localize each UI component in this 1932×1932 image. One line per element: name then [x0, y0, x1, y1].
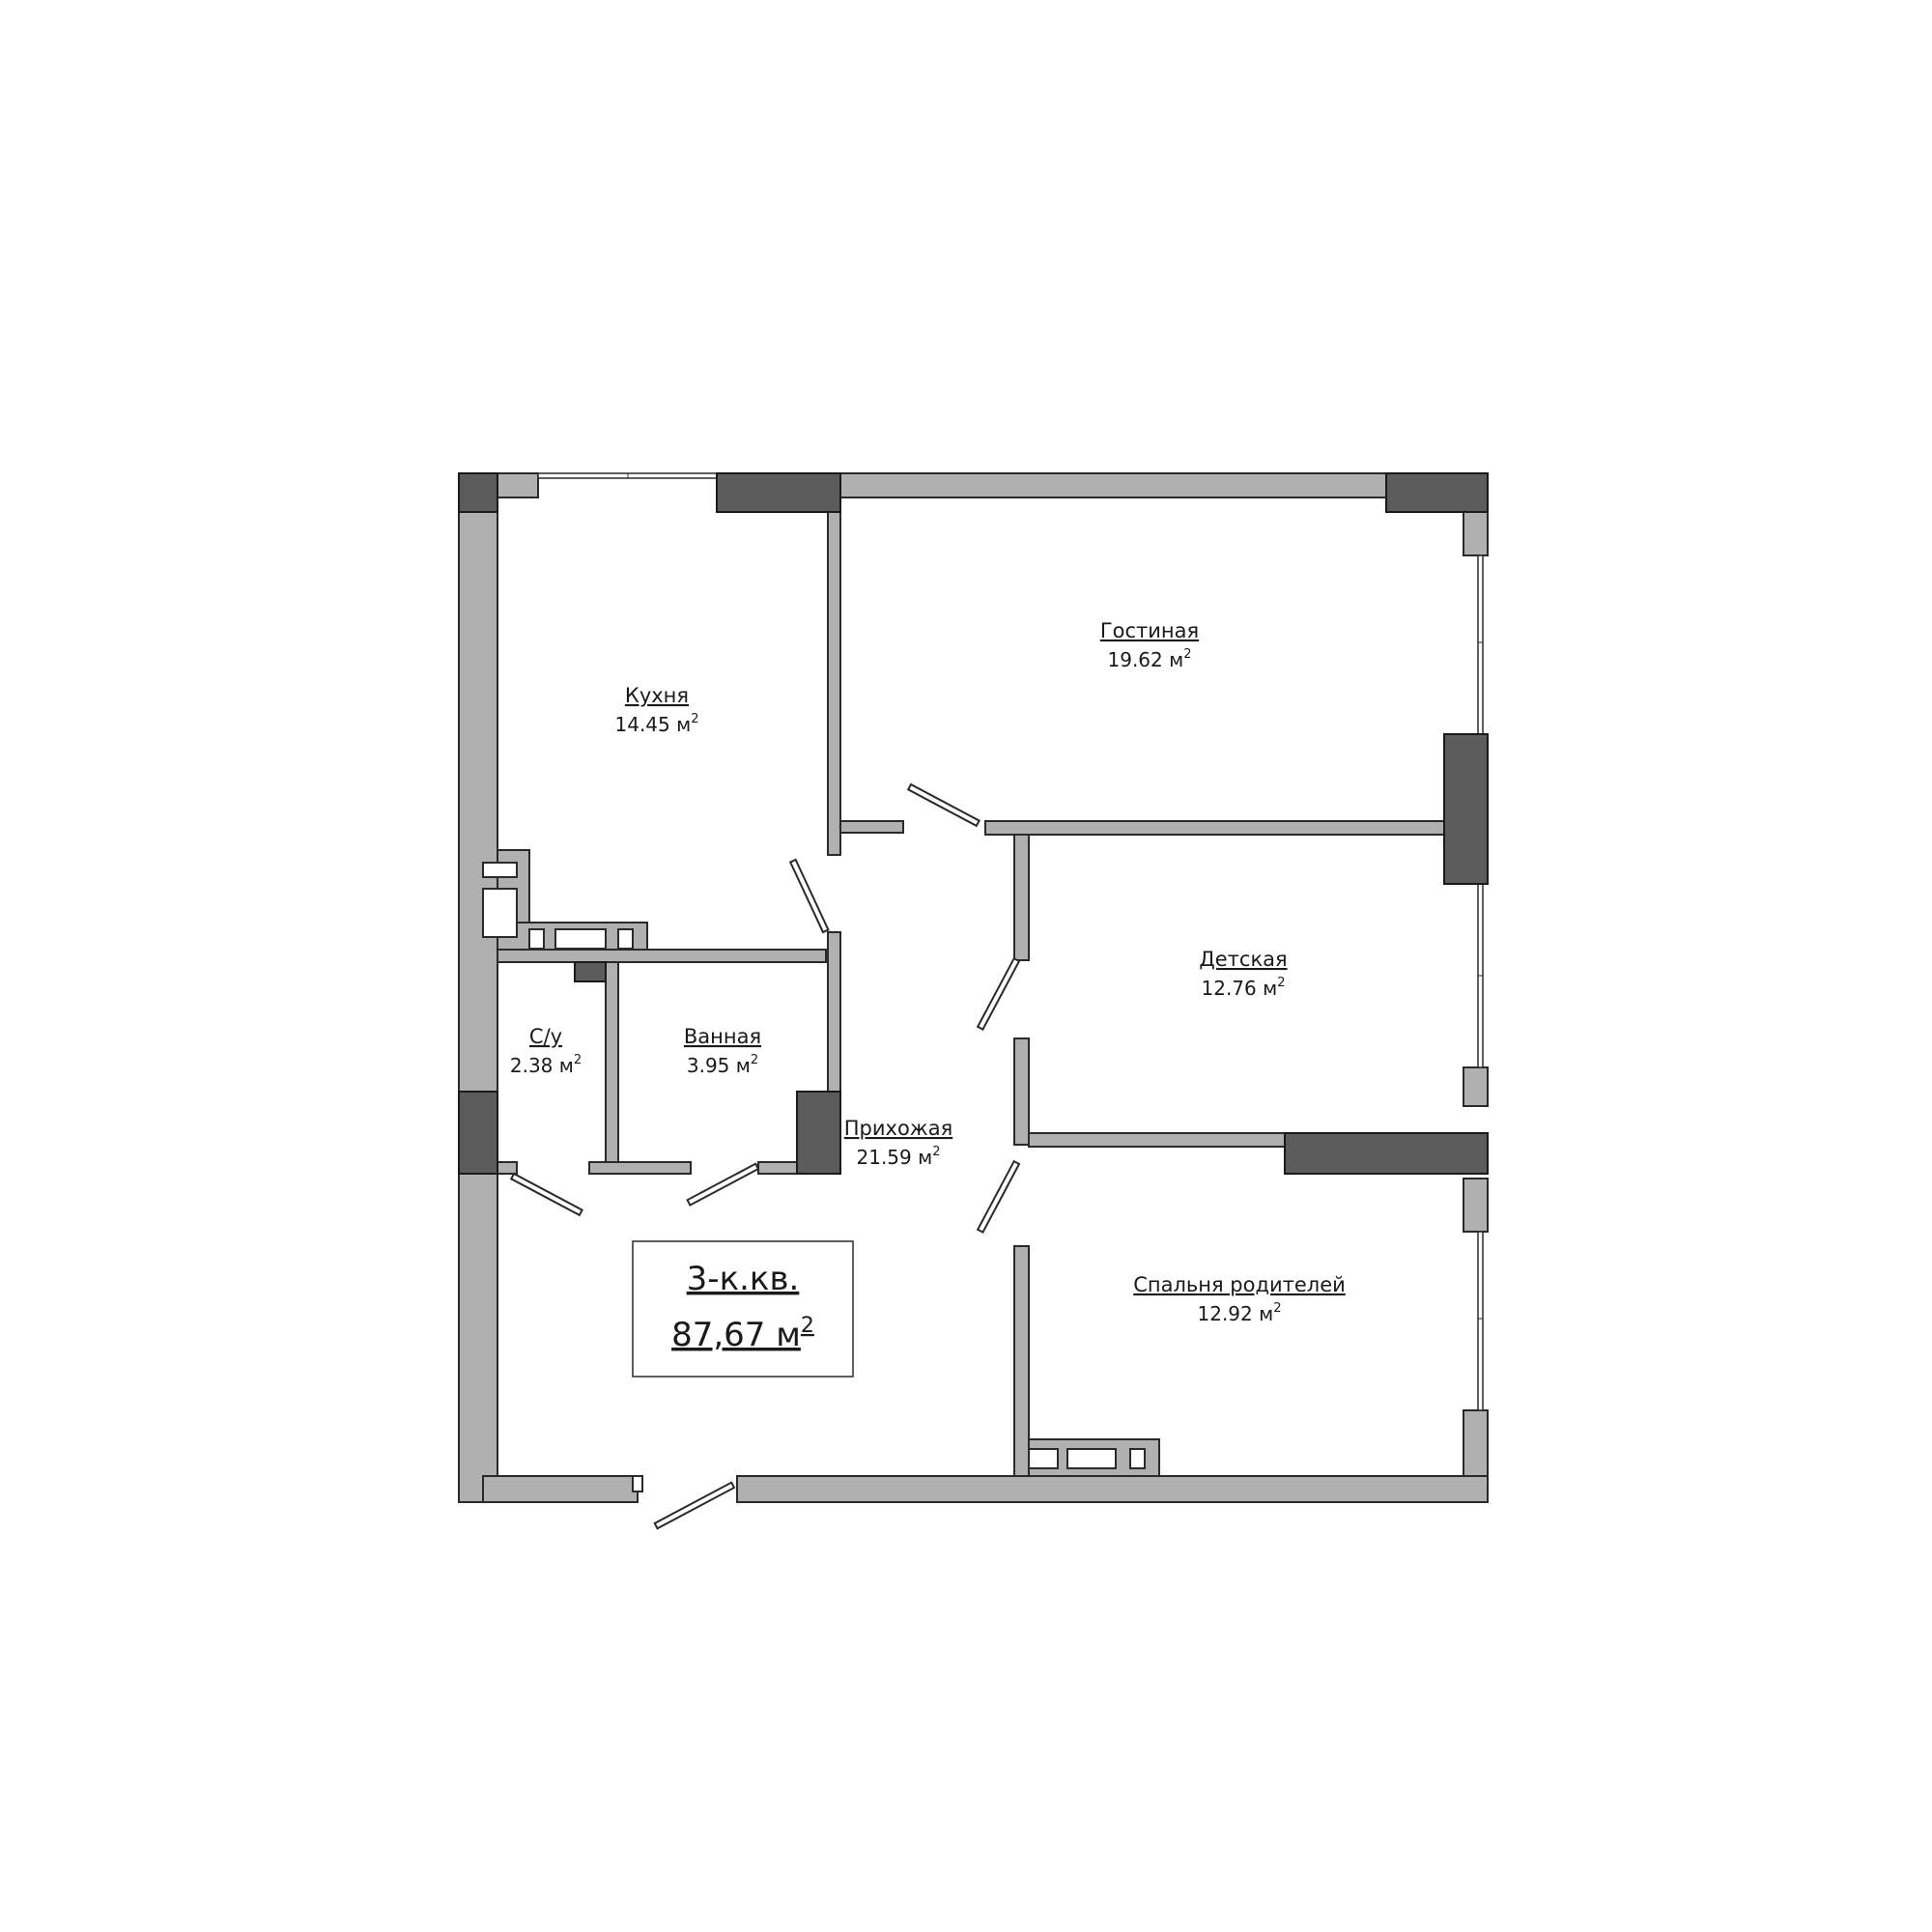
pillar-bath [796, 1091, 841, 1175]
room-name: Прихожая [844, 1117, 952, 1140]
room-area: 3.95 м2 [687, 1053, 758, 1077]
room-name: С/у [529, 1025, 562, 1048]
shaft-small [574, 961, 607, 982]
room-labels: Кухня 14.45 м2 Гостиная 19.62 м2 Детская… [510, 619, 1346, 1325]
room-label-bath: Ванная 3.95 м2 [684, 1025, 761, 1077]
pillars [458, 472, 1489, 1175]
vent-1 [482, 862, 518, 878]
living-kids-wall [984, 820, 1445, 836]
toilet-bath-wall [605, 961, 619, 1166]
hall-east-wall-lower [1013, 1245, 1030, 1477]
bath-door-wall-east [757, 1161, 798, 1175]
kitchen-bath-wall [497, 949, 827, 963]
living-door [906, 782, 980, 828]
room-name: Гостиная [1100, 619, 1199, 642]
room-label-hall: Прихожая 21.59 м2 [844, 1117, 952, 1169]
room-area: 21.59 м2 [857, 1145, 941, 1169]
exterior-walls [458, 472, 1489, 1503]
vent-4 [554, 928, 607, 950]
room-area: 14.45 м2 [615, 712, 699, 736]
pillar-nw [458, 472, 498, 513]
room-label-toilet: С/у 2.38 м2 [510, 1025, 582, 1077]
bath-door-wall [588, 1161, 692, 1175]
apartment-area: 87,67 м2 [671, 1314, 814, 1354]
room-label-living: Гостиная 19.62 м2 [1100, 619, 1199, 671]
kids-bedroom-wall [1028, 1132, 1286, 1148]
kids-door [976, 956, 1021, 1031]
closet-3 [1129, 1448, 1146, 1469]
pillar-west [458, 1091, 498, 1175]
closet-1 [1028, 1448, 1059, 1469]
apartment-summary: 3-к.кв. 87,67 м2 [632, 1240, 854, 1378]
kitchen-living-wall [827, 497, 841, 856]
pillar-ne [1385, 472, 1489, 513]
bedroom-window [1477, 1231, 1484, 1411]
summary-frame [632, 1240, 854, 1378]
kitchen-door [788, 858, 830, 934]
interior-walls [497, 497, 1445, 1477]
north-wall [839, 472, 1489, 498]
bath-door [686, 1162, 760, 1207]
room-name: Кухня [625, 684, 689, 707]
room-area: 12.76 м2 [1202, 976, 1286, 1000]
toilet-door [509, 1172, 583, 1217]
north-wall-segment [497, 472, 539, 498]
room-area: 2.38 м2 [510, 1053, 582, 1077]
vent-5 [617, 928, 634, 950]
apartment-type: 3-к.кв. [687, 1260, 800, 1298]
living-window [1477, 554, 1484, 735]
toilet-door-wall [497, 1161, 518, 1175]
south-wall-east [736, 1475, 1489, 1503]
room-label-kids: Детская 12.76 м2 [1199, 948, 1287, 1000]
doors [509, 782, 1021, 1530]
south-wall-west [482, 1475, 639, 1503]
fixtures [482, 862, 1146, 1469]
pillar-east [1443, 733, 1489, 885]
room-name: Детская [1199, 948, 1287, 971]
west-wall [458, 472, 498, 1503]
room-area: 19.62 м2 [1108, 647, 1192, 671]
entrance-door [653, 1481, 736, 1530]
room-name: Спальня родителей [1133, 1273, 1346, 1296]
vent-3 [528, 928, 545, 950]
closet-2 [1066, 1448, 1117, 1469]
entrance-jamb [632, 1475, 643, 1492]
bedroom-door [976, 1159, 1021, 1234]
room-label-kitchen: Кухня 14.45 м2 [615, 684, 699, 736]
pillar-north [716, 472, 841, 513]
vent-2 [482, 888, 518, 938]
room-area: 12.92 м2 [1198, 1301, 1282, 1325]
kitchen-wall-stub [839, 820, 904, 834]
hall-east-wall-upper [1013, 834, 1030, 961]
bath-hall-wall [827, 931, 841, 1107]
east-wall-segment-3 [1463, 1178, 1489, 1233]
east-wall-segment-2 [1463, 1066, 1489, 1107]
windows [537, 472, 1484, 1411]
room-name: Ванная [684, 1025, 761, 1048]
pillar-east-lower [1284, 1132, 1489, 1175]
hall-east-wall-middle [1013, 1037, 1030, 1146]
room-label-bedroom: Спальня родителей 12.92 м2 [1133, 1273, 1346, 1325]
